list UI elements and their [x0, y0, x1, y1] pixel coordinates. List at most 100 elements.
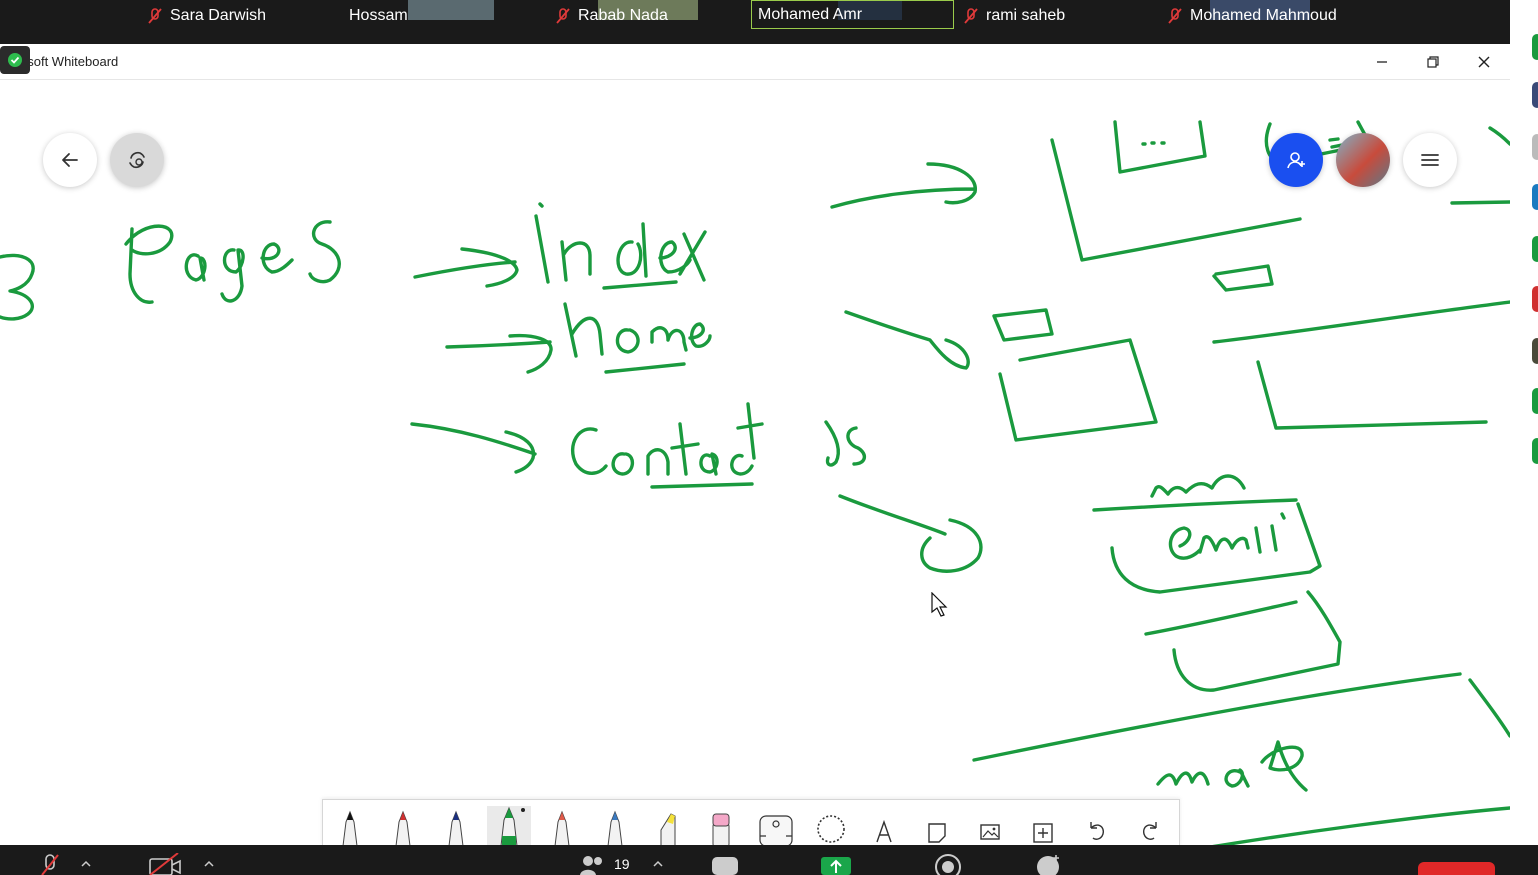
menu-button[interactable] [1403, 133, 1457, 187]
image-icon [980, 824, 1000, 840]
muted-mic-icon [1168, 8, 1182, 24]
muted-mic-icon [148, 8, 162, 24]
ink-curl-top-right [1488, 126, 1510, 146]
text-tool[interactable] [862, 806, 906, 845]
participants-count: 19 [614, 856, 630, 872]
ink-word-name [1150, 474, 1246, 498]
muted-mic-icon [964, 8, 978, 24]
redo-button[interactable] [1128, 806, 1172, 845]
blue-pen-2-tool[interactable] [593, 806, 637, 845]
participant-name: Mohamed Amr [758, 5, 863, 23]
invite-button[interactable] [1269, 133, 1323, 187]
end-meeting-button[interactable] [1418, 862, 1495, 875]
ink-word-email [1168, 512, 1286, 560]
highlighter-icon [660, 813, 676, 845]
ink-small-box [1212, 264, 1274, 292]
side-panel-edge [1510, 0, 1538, 875]
participants-options-button[interactable] [652, 853, 664, 875]
participant-name: Hossam [349, 7, 408, 24]
participant-tile[interactable]: rami saheb [956, 0, 1071, 32]
mute-button[interactable] [38, 853, 62, 875]
ruler-tool[interactable] [754, 806, 798, 845]
reactions-button[interactable] [1034, 853, 1064, 875]
stop-video-button[interactable] [148, 853, 182, 875]
lasso-tool[interactable] [809, 806, 853, 845]
chevron-up-icon [653, 860, 663, 867]
title-bar: osoft Whiteboard [0, 44, 1510, 80]
ink-text-top [1141, 141, 1166, 146]
sync-settings-button[interactable] [110, 133, 164, 187]
red-pen-icon [395, 810, 411, 845]
side-chip [1532, 286, 1538, 312]
chat-bubble-icon [712, 857, 738, 875]
participant-tile[interactable]: Rabab Nada [548, 0, 674, 32]
side-chip [1532, 338, 1538, 364]
black-pen-tool[interactable] [328, 806, 372, 845]
ink-word-index [534, 202, 707, 284]
side-chip [1532, 388, 1538, 414]
ink-underline-index [602, 280, 678, 290]
image-tool[interactable] [968, 806, 1012, 845]
back-button[interactable] [43, 133, 97, 187]
muted-mic-icon [556, 8, 570, 24]
share-screen-icon [821, 857, 851, 875]
ink-box-lower [1172, 590, 1342, 692]
side-chip [1532, 34, 1538, 60]
ink-box-small-mid [992, 308, 1054, 342]
ink-word-map [1156, 740, 1308, 792]
participants-button[interactable]: 19 [578, 853, 630, 875]
audio-options-button[interactable] [80, 853, 92, 875]
green-pen-tool[interactable] [487, 806, 531, 845]
blue-pen-tool[interactable] [434, 806, 478, 845]
handwriting-layer [0, 120, 1510, 845]
sync-gear-icon [129, 151, 145, 169]
arrow-left-icon [62, 153, 78, 167]
participant-video-thumb [408, 0, 494, 20]
close-button[interactable] [1471, 49, 1497, 75]
participant-tile[interactable]: Hossam [343, 0, 414, 32]
side-chip [1532, 82, 1538, 108]
participant-name: rami saheb [986, 7, 1066, 24]
chat-button[interactable] [710, 853, 740, 875]
text-a-icon [876, 819, 892, 843]
meeting-controls-bar: 19 [0, 845, 1538, 875]
side-chip [1532, 438, 1538, 464]
insert-tool[interactable] [1021, 806, 1065, 845]
red-pen-2-tool[interactable] [540, 806, 584, 845]
ink-line-top-right [1450, 200, 1510, 205]
whiteboard-window: osoft Whiteboard [0, 44, 1510, 845]
chevron-up-icon [204, 860, 214, 867]
record-button[interactable] [934, 853, 962, 875]
highlighter-tool[interactable] [646, 806, 690, 845]
participant-name: Sara Darwish [170, 7, 267, 24]
undo-icon [1090, 822, 1105, 840]
selected-dot-icon [521, 808, 525, 812]
whiteboard-canvas[interactable] [0, 80, 1510, 845]
participant-tile[interactable]: Sara Darwish [140, 0, 272, 32]
participant-tile-active-speaker[interactable]: Mohamed Amr [751, 0, 954, 29]
red-pen-tool[interactable] [381, 806, 425, 845]
share-screen-button[interactable] [820, 853, 852, 875]
side-chip [1532, 134, 1538, 160]
emoji-add-icon [1037, 855, 1059, 875]
mouse-cursor-icon [931, 592, 948, 617]
ink-line-mid-right [1144, 600, 1298, 636]
ink-word-pages [124, 220, 341, 304]
ink-box-email [1110, 502, 1322, 594]
video-options-button[interactable] [203, 853, 215, 875]
ink-arrow-mid [844, 310, 970, 370]
undo-button[interactable] [1075, 806, 1119, 845]
participant-video-thumb [1210, 0, 1310, 20]
restore-button[interactable] [1420, 49, 1446, 75]
ink-arrow-home [445, 333, 553, 374]
participant-tile[interactable]: Mohamed Mahmoud [1160, 0, 1343, 32]
eraser-tool[interactable] [699, 806, 743, 845]
ink-underline-contact [650, 482, 754, 489]
ink-box-top [1050, 120, 1302, 262]
ink-underline-home [604, 362, 686, 374]
note-tool[interactable] [915, 806, 959, 845]
minimize-button[interactable] [1369, 49, 1395, 75]
user-avatar[interactable] [1336, 133, 1390, 187]
ink-word-contact [570, 402, 764, 476]
ink-line-map-top [972, 672, 1510, 762]
